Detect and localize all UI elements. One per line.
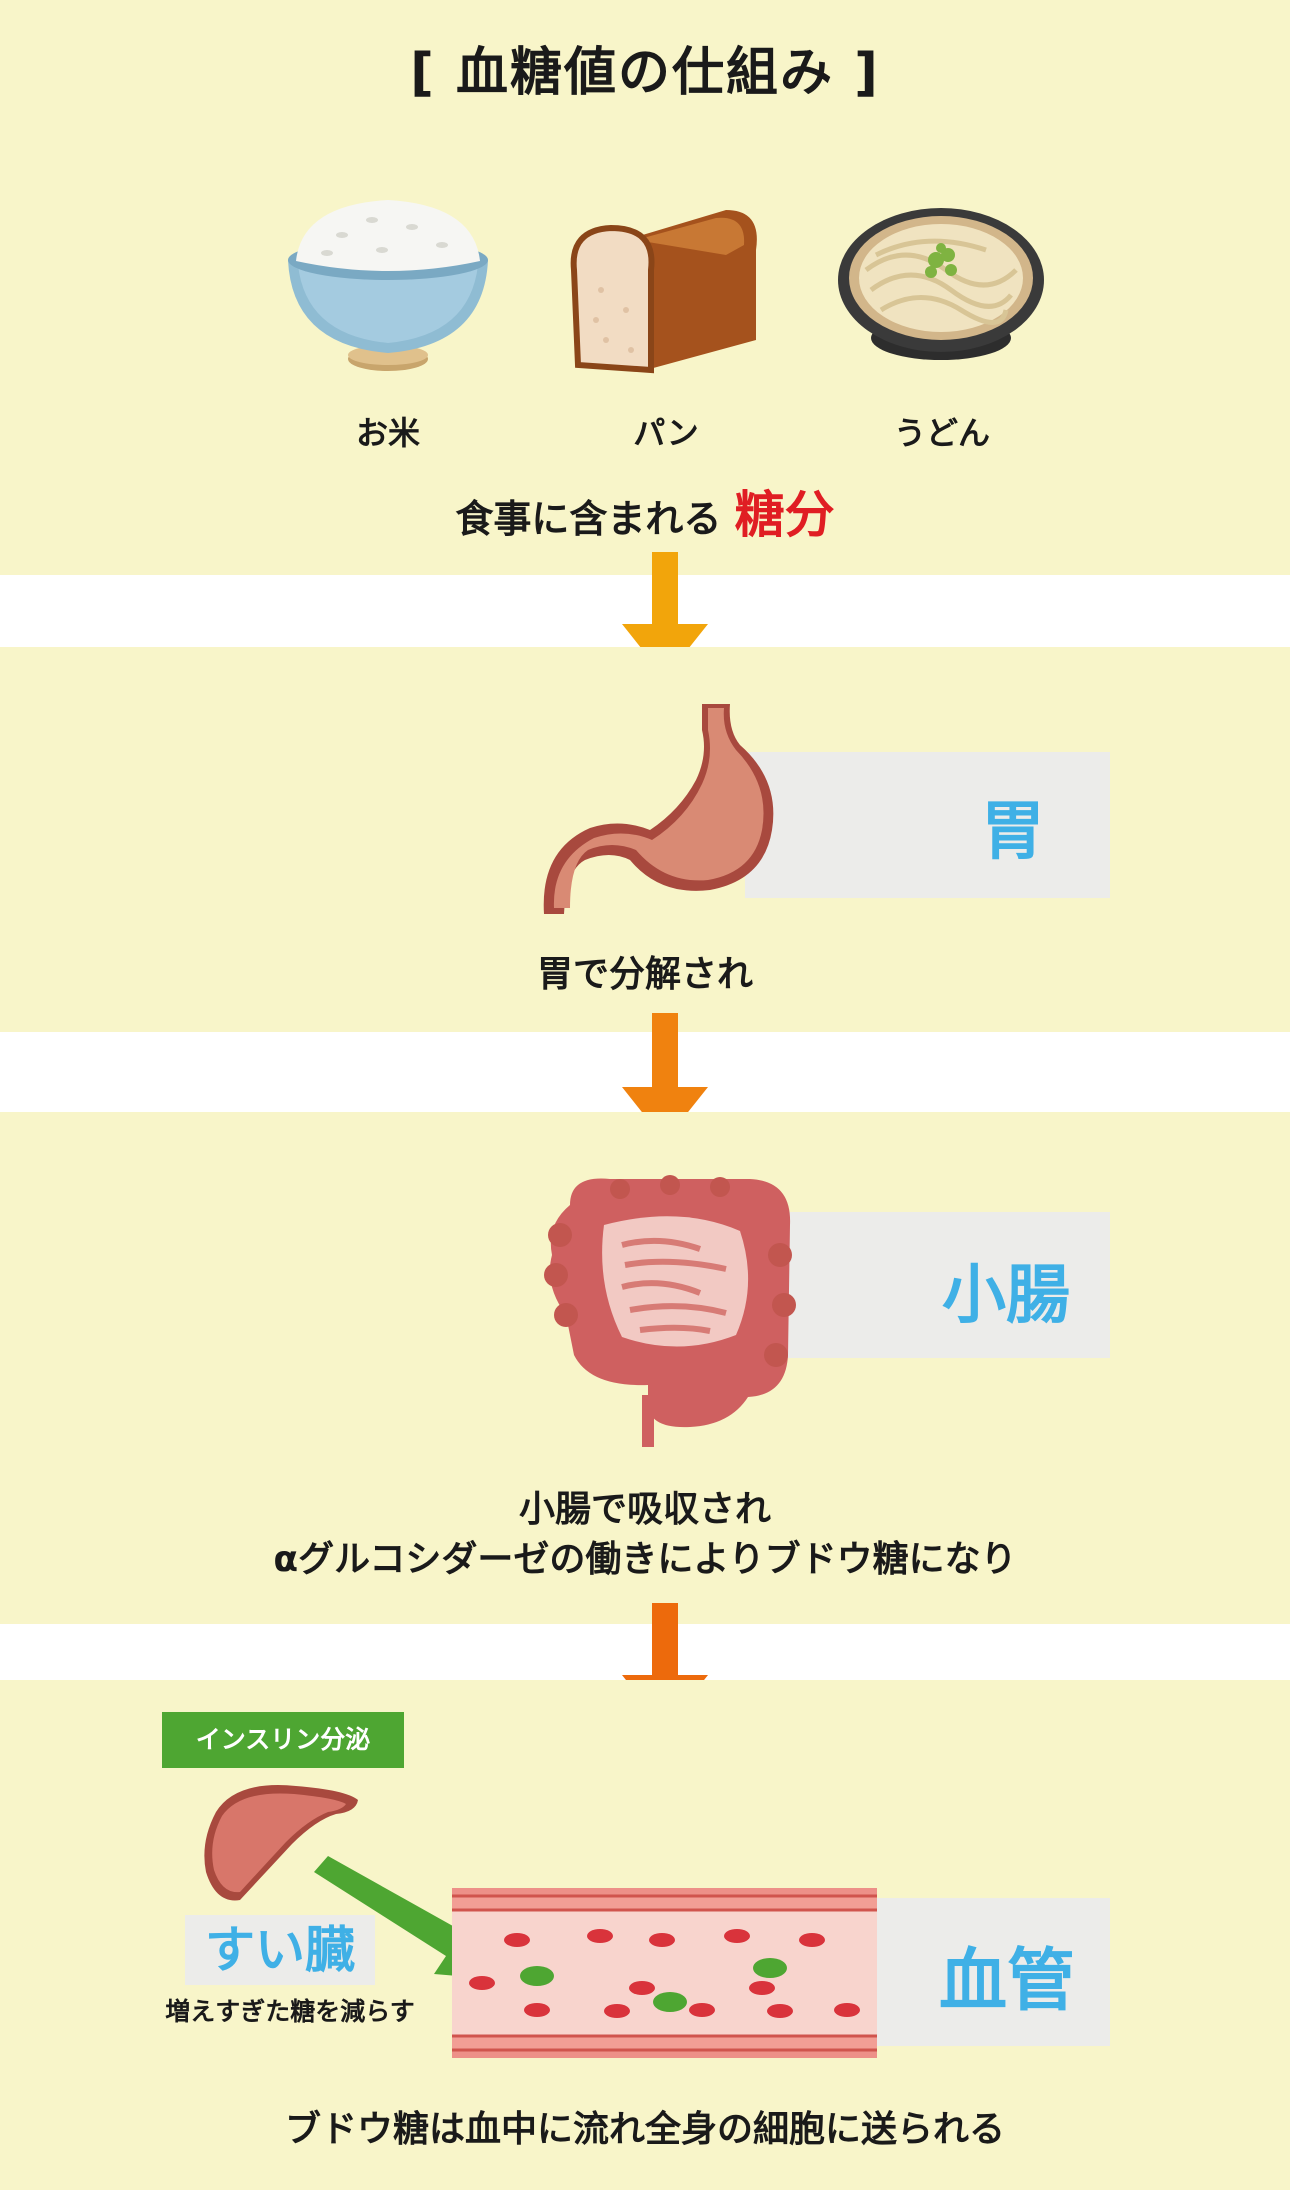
vessel-label: 血管	[938, 1942, 1075, 2021]
bread-loaf-icon	[566, 200, 766, 376]
insulin-label: インスリン分泌	[162, 1712, 404, 1768]
food-label-rice: お米	[355, 414, 420, 452]
pancreas-label: すい臓	[185, 1915, 375, 1985]
vessel-label-box	[875, 1898, 1110, 2046]
food-caption-text: 食事に含まれる	[455, 497, 722, 541]
intestine-caption-line1: 小腸で吸収され	[518, 1489, 771, 1530]
intestine-label-box	[780, 1212, 1110, 1358]
blood-caption: ブドウ糖は血中に流れ全身の細胞に送られる	[284, 2109, 1005, 2150]
page-title: [ 血糖値の仕組み ]	[410, 43, 880, 103]
food-label-udon: うどん	[893, 414, 990, 452]
down-arrow-1	[620, 552, 710, 680]
blood-vessel-icon	[452, 1888, 877, 2058]
pancreas-note: 増えすぎた糖を減らす	[165, 1997, 415, 2026]
food-caption: 食事に含まれる 糖分	[0, 475, 1290, 547]
stomach-label-box	[745, 752, 1110, 898]
stomach-label: 胃	[981, 795, 1045, 869]
rice-bowl-icon	[282, 195, 494, 375]
sugar-highlight: 糖分	[734, 486, 835, 544]
stomach-icon	[540, 700, 785, 920]
food-label-bread: パン	[633, 414, 699, 452]
udon-bowl-icon	[836, 200, 1046, 365]
intestine-label: 小腸	[942, 1259, 1070, 1333]
intestine-icon	[530, 1165, 810, 1447]
pancreas-icon	[196, 1772, 361, 1907]
stomach-caption: 胃で分解され	[536, 954, 753, 995]
down-arrow-2	[620, 1013, 710, 1143]
intestine-caption-line2: αグルコシダーゼの働きによりブドウ糖になり	[273, 1539, 1017, 1580]
